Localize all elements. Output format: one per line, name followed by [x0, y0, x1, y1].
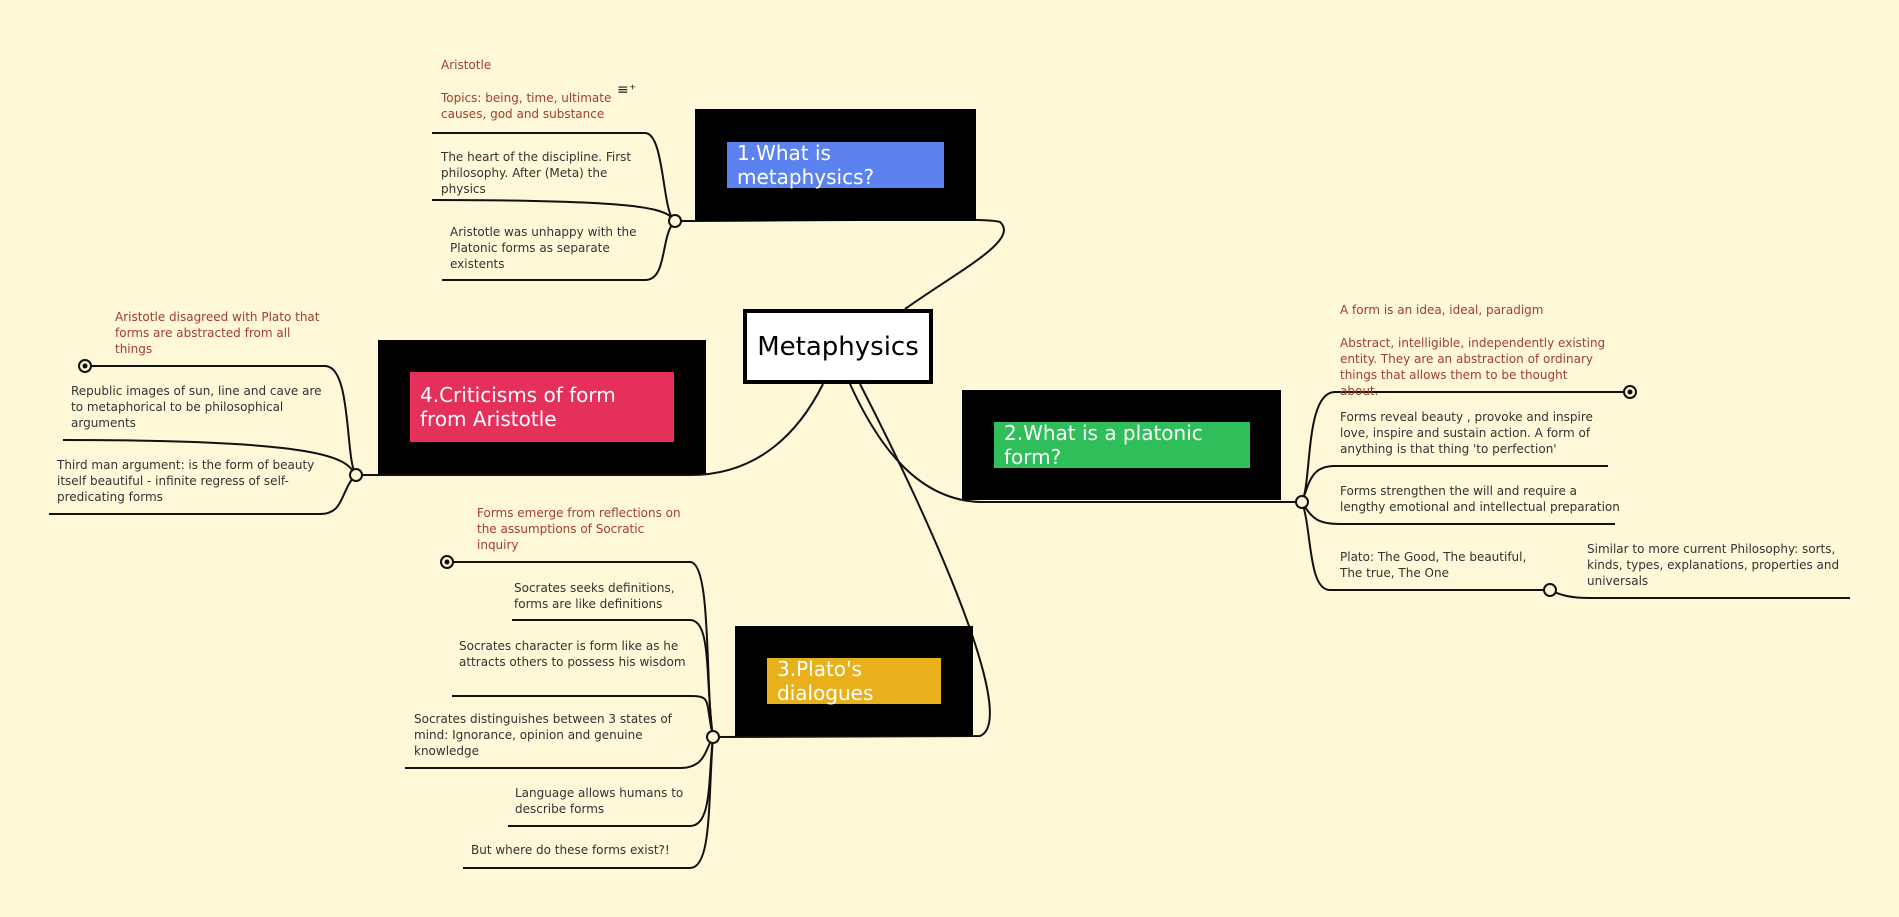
- branch-node-t2-sub: [1543, 583, 1557, 597]
- topic-2-label[interactable]: 2.What is a platonic form?: [994, 421, 1250, 469]
- topic-3-note: Forms emerge from reflections on the ass…: [477, 506, 681, 552]
- topic-3-child-2[interactable]: Socrates character is form like as he at…: [459, 639, 686, 669]
- topic-3-child-1[interactable]: Socrates seeks definitions, forms are li…: [514, 581, 675, 611]
- link-t1-child2: [442, 220, 676, 281]
- topic-2-subchild[interactable]: Similar to more current Philosophy: sort…: [1587, 542, 1840, 588]
- link-root-t4: [356, 383, 824, 476]
- topic-2-note-title: A form is an idea, ideal, paradigm: [1340, 303, 1544, 317]
- link-root-t2: [849, 383, 1302, 503]
- link-t3-child2: [452, 695, 714, 738]
- link-t3-child5: [463, 736, 714, 869]
- branch-node-t3: [706, 730, 720, 744]
- topic-1-label[interactable]: 1.What is metaphysics?: [727, 141, 944, 189]
- topic-4-note: Aristotle disagreed with Plato that form…: [115, 310, 320, 356]
- link-t4-child1: [62, 439, 357, 476]
- topic-4-child-1[interactable]: Republic images of sun, line and cave ar…: [71, 384, 322, 430]
- link-root-t3: [712, 383, 991, 738]
- topic-2-child-3[interactable]: Plato: The Good, The beautiful, The true…: [1340, 550, 1527, 580]
- branch-node-t1: [668, 214, 682, 228]
- link-t2-child3: [1301, 501, 1550, 591]
- topic-1-child-2[interactable]: Aristotle was unhappy with the Platonic …: [450, 225, 637, 271]
- link-t4-child2: [49, 474, 357, 515]
- central-topic[interactable]: Metaphysics: [743, 309, 933, 384]
- topic-4-child-2[interactable]: Third man argument: is the form of beaut…: [57, 458, 315, 504]
- link-t3-child1: [512, 619, 714, 738]
- topic-1-note-body: Topics: being, time, ultimate causes, go…: [441, 91, 612, 121]
- link-t2-subchild: [1549, 589, 1850, 599]
- topic-4-label[interactable]: 4.Criticisms of form from Aristotle: [410, 372, 674, 442]
- topic-2-note-body: Abstract, intelligible, independently ex…: [1340, 336, 1606, 398]
- link-t4-note: [85, 365, 357, 476]
- topic-3-child-3[interactable]: Socrates distinguishes between 3 states …: [414, 712, 672, 758]
- topic-3-child-5[interactable]: But where do these forms exist?!: [471, 843, 670, 857]
- topic-3-child-4[interactable]: Language allows humans to describe forms: [515, 786, 684, 816]
- note-add-icon[interactable]: ≡⁺: [617, 82, 637, 98]
- topic-1-note-title: Aristotle: [441, 58, 492, 72]
- branch-node-t4: [349, 468, 363, 482]
- topic-2-child-1[interactable]: Forms reveal beauty , provoke and inspir…: [1340, 410, 1593, 456]
- topic-3-label[interactable]: 3.Plato's dialogues: [767, 657, 941, 705]
- topic-1-child-1[interactable]: The heart of the discipline. First philo…: [441, 150, 632, 196]
- topic-2-child-2[interactable]: Forms strengthen the will and require a …: [1340, 484, 1620, 514]
- branch-node-t2: [1295, 495, 1309, 509]
- link-t1-child1: [431, 199, 676, 222]
- link-root-t1: [674, 218, 1005, 310]
